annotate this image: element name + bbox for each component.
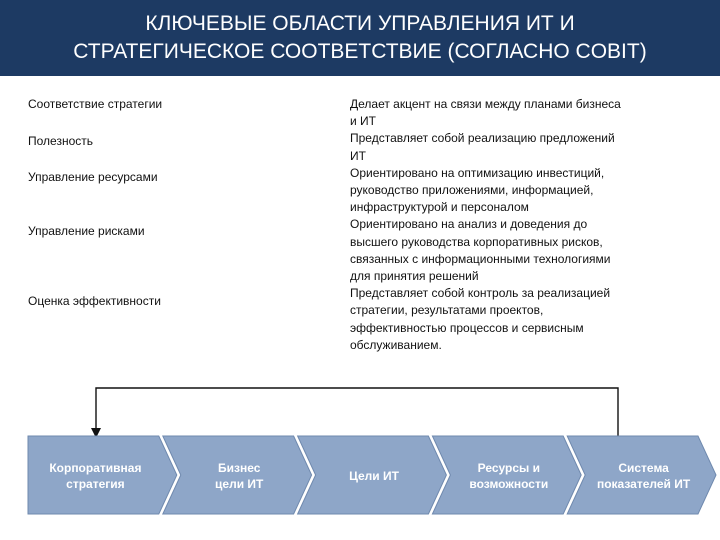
desc-line: высшего руководства корпоративных рисков… — [350, 234, 603, 249]
desc-line: Ориентировано на оптимизацию инвестиций, — [350, 165, 605, 180]
process-step-label: Цели ИТ — [349, 469, 400, 483]
process-step-label: Бизнес — [218, 461, 261, 475]
process-step-label: возможности — [469, 477, 548, 491]
desc-line: связанных с информационными технологиями — [350, 251, 611, 266]
desc-line: Делает акцент на связи между планами биз… — [350, 97, 621, 111]
desc-line: стратегии, результатами проектов, — [350, 303, 544, 318]
process-step-chevron — [27, 435, 178, 515]
title-banner: КЛЮЧЕВЫЕ ОБЛАСТИ УПРАВЛЕНИЯ ИТ И СТРАТЕГ… — [0, 0, 720, 76]
area-term-value: Полезность — [28, 134, 93, 148]
feedback-arrow — [91, 387, 619, 472]
desc-line: руководство приложениями, информацией, — [350, 183, 594, 198]
process-step-label: Ресурсы и — [478, 461, 540, 475]
process-step-chevron — [566, 435, 717, 515]
desc-line: Представляет собой реализацию предложени… — [350, 131, 615, 146]
process-step-label: показателей ИТ — [597, 477, 691, 491]
desc-line: ИТ — [350, 148, 366, 163]
area-descriptions: Делает акцент на связи между планами биз… — [350, 96, 690, 354]
desc-line: инфраструктурой и персоналом — [350, 200, 529, 215]
process-flow-diagram: Корпоративная стратегия Бизнес цели ИТ Цели … — [27, 387, 717, 515]
desc-line: Ориентировано на анализ и доведения до — [350, 217, 588, 232]
process-step-chevron — [431, 435, 582, 515]
area-term-strategy: Соответствие стратегии — [28, 97, 163, 111]
area-term-performance: Оценка эффективности — [28, 294, 161, 308]
process-step-chevron — [296, 435, 447, 515]
desc-line: Представляет собой контроль за реализаци… — [350, 286, 611, 301]
area-term-risks: Управление рисками — [28, 224, 145, 238]
area-term-resources: Управление ресурсами — [28, 170, 158, 184]
desc-line: обслуживанием. — [350, 337, 442, 352]
desc-line: эффективностью процессов и сервисным — [350, 320, 584, 335]
process-step-label: Корпоративная — [49, 461, 141, 475]
desc-line: для принятия решений — [350, 269, 479, 284]
title-line-2: СТРАТЕГИЧЕСКОЕ СООТВЕТСТВИЕ (СОГЛАСНО CO… — [73, 40, 647, 63]
desc-line: и ИТ — [350, 114, 376, 129]
title-line-1: КЛЮЧЕВЫЕ ОБЛАСТИ УПРАВЛЕНИЯ ИТ И — [145, 12, 575, 35]
process-step-label: цели ИТ — [215, 477, 264, 491]
process-step-label: стратегия — [66, 477, 124, 491]
process-step-label: Система — [618, 461, 669, 475]
process-step-chevron — [162, 435, 313, 515]
